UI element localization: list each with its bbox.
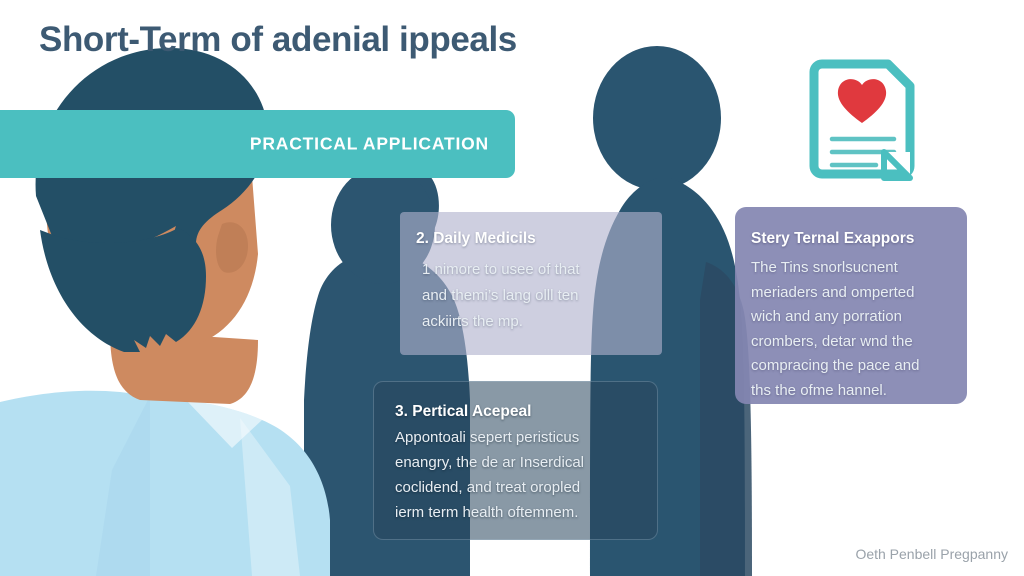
card-stery-ternal-exappors-title: Stery Ternal Exappors [751, 230, 915, 247]
body-line: wich and any porration [751, 308, 902, 325]
card-daily-medicals-body: 1 nimore to usee of that and themi’s lan… [400, 248, 662, 355]
card-pertical-acepeal-body: Appontoali sepert peristicus enangry, th… [374, 421, 657, 525]
body-line: ackiirts the mp. [422, 313, 523, 330]
heart-icon [837, 79, 887, 123]
body-line: The Tins snorlsucnent [751, 259, 898, 276]
card-pertical-acepeal: 3. Pertical Acepeal Appontoali sepert pe… [373, 381, 658, 540]
card-stery-ternal-exappors-body: The Tins snorlsucnent meriaders and ompe… [735, 248, 967, 403]
card-daily-medicals-title: 2. Daily Medicils [416, 230, 536, 247]
card-stery-ternal-exappors: Stery Ternal Exappors The Tins snorlsucn… [735, 207, 967, 404]
body-line: meriaders and omperted [751, 283, 915, 301]
body-line: 1 nimore to usee of that [422, 261, 580, 278]
banner-label: PRACTICAL APPLICATION [249, 133, 489, 154]
body-line: enangry, the de ar Inserdical [395, 454, 585, 471]
card-daily-medicals: 2. Daily Medicils 1 nimore to usee of th… [400, 212, 662, 355]
body-line: ths the ofme hannel. [751, 381, 887, 399]
body-line: Appontoali sepert peristicus [395, 429, 580, 446]
body-line: crombers, detar wnd the [751, 332, 913, 350]
body-line: and themi’s lang olll ten [422, 287, 579, 304]
card-pertical-acepeal-title: 3. Pertical Acepeal [395, 403, 532, 420]
body-line: ierm term health oftemnem. [395, 504, 579, 521]
practical-application-banner: PRACTICAL APPLICATION [0, 110, 515, 178]
body-line: coclidend, and treat oropled [395, 479, 581, 496]
body-line: compracing the pace and [751, 357, 920, 374]
document-heart-icon [809, 59, 915, 181]
footer-note: Oeth Penbell Pregpanny [855, 546, 1008, 562]
page-title: Short-Term of adenial ippeals [39, 20, 517, 59]
